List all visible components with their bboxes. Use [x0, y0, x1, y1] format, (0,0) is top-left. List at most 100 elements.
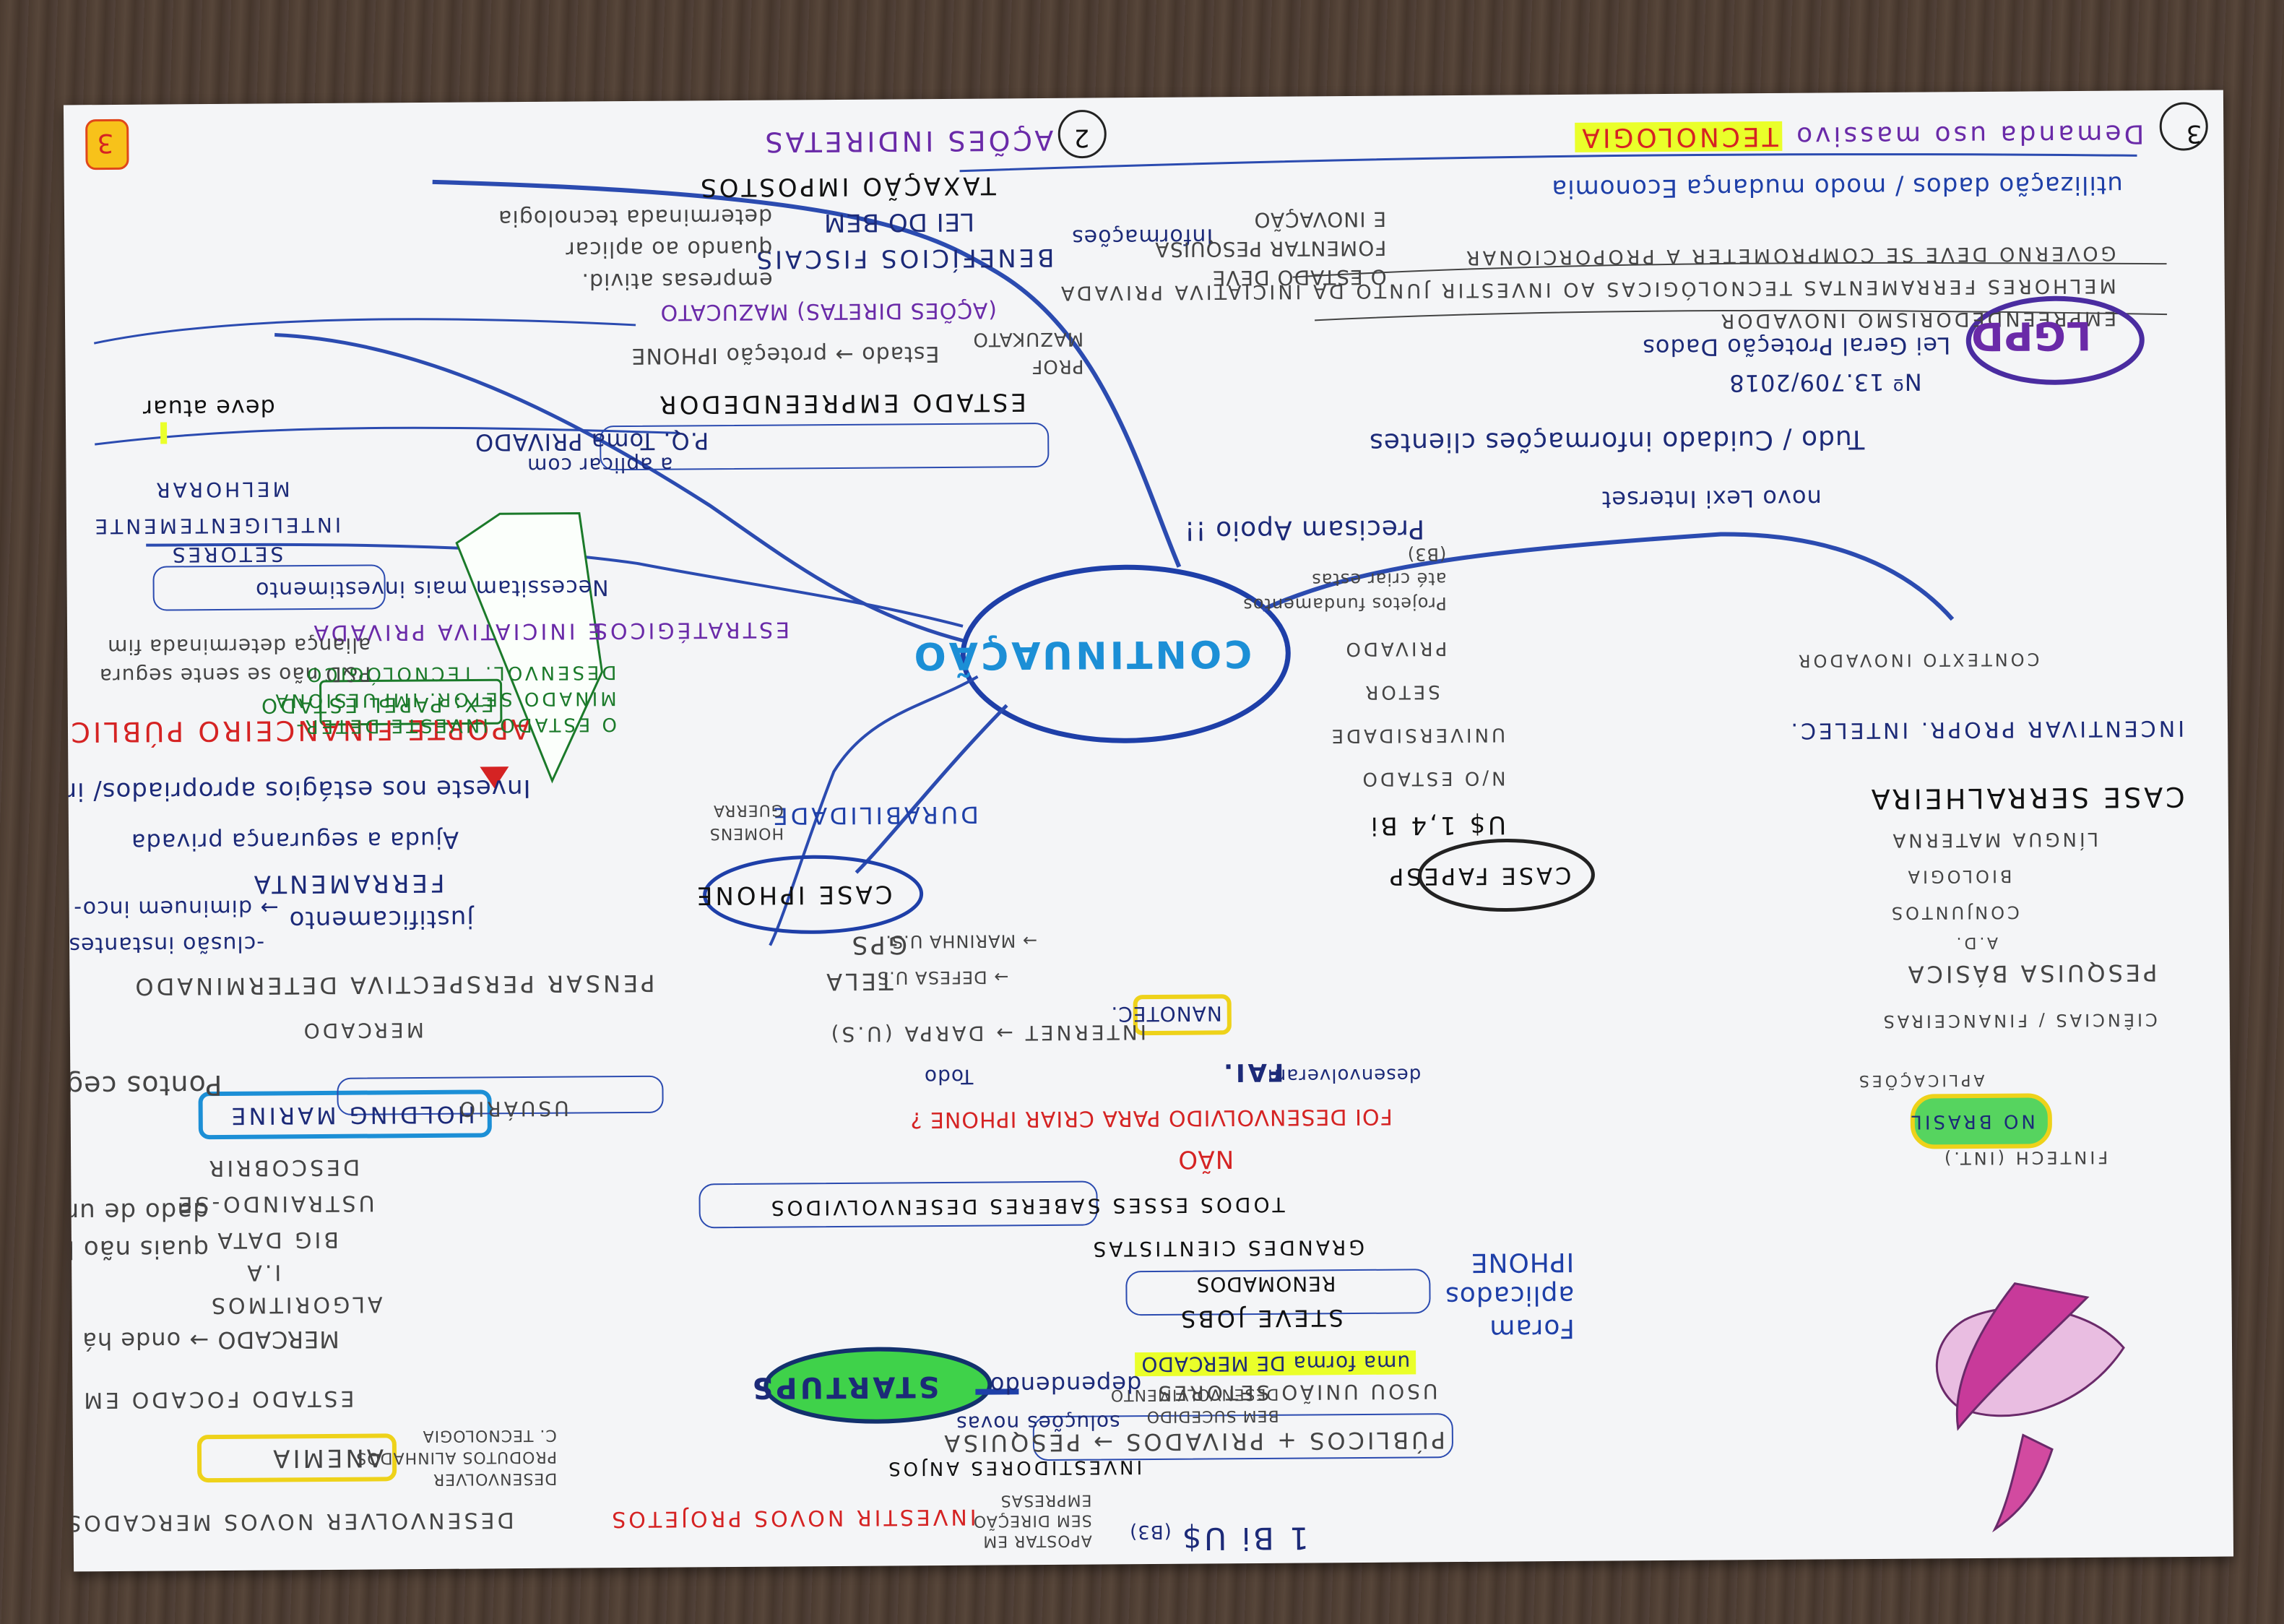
s3-line-3: [1292, 262, 2167, 278]
no-brasil-frame: [1910, 1093, 2052, 1149]
fapesp-privado: PRIVADO: [1343, 637, 1448, 660]
iphone-nanotec: NANOTEC.: [1110, 1001, 1222, 1027]
lgpd-ellipse: [1965, 295, 2145, 385]
iphone-nao: NÃO: [1177, 1144, 1234, 1174]
left-ia: I.A: [244, 1259, 282, 1285]
box-pensar: [337, 1075, 664, 1115]
iphone-defesa: → DEFESA U.S: [876, 967, 1009, 988]
ex-papel-box: [319, 678, 503, 726]
iphone-todo: Todo: [923, 1064, 974, 1089]
apostar-l2: SEM DIREÇÃO: [972, 1511, 1092, 1530]
s3-line-1: utilização dados / modo mudança Economia: [1551, 170, 2123, 204]
s2-beneficios: BENEFÍCIOS FISCAIS: [753, 242, 1055, 274]
left-pais: quais não há êxito dado de uma area: [64, 1192, 209, 1269]
startup-apostar: APOSTAR EM SEM DIREÇÃO EMPRESAS: [973, 1490, 1092, 1551]
serralheira-biologia: BIOLOGIA: [1905, 865, 2012, 887]
s2-line: [95, 426, 680, 446]
red-arrow: [480, 766, 509, 789]
estado-deve-l2: FOMENTAR PESQUISA: [1154, 236, 1387, 262]
iphone-renomados: RENOMADOS: [1195, 1271, 1336, 1297]
s2-inteligentemente: INTELIGENTEMENTE: [92, 512, 342, 539]
left-investe: Investe nos estágios apropriados/ inclus…: [63, 773, 531, 807]
startup-investe: INVESTIR NOVOS PROJETOS: [609, 1503, 977, 1532]
s3-novo: novo Lexi Interset: [1601, 484, 1822, 514]
uso-l1: DESENVOLVER: [432, 1469, 558, 1488]
estado-investe-arrow: [455, 511, 603, 784]
box-todos: [698, 1180, 1098, 1229]
s2-taxacao: TAXAÇÃO IMPOSTOS: [697, 170, 996, 202]
iphone-marinha: → MARINHA U.S.: [885, 930, 1038, 952]
serralheira-fintech: FINTECH (INT.): [1941, 1146, 2108, 1169]
s3-title-pre: Demanda uso massivo: [1793, 118, 2145, 151]
s3-estado-deve: O ESTADO DEVE FOMENTAR PESQUISA E INOVAÇ…: [1154, 204, 1387, 293]
prof-l1: PROF: [1031, 355, 1084, 378]
s2-prof: PROF MAZUKATO: [972, 325, 1083, 381]
branch-iphone: [855, 704, 1008, 874]
left-ferramenta: FERRAMENTA: [251, 868, 445, 899]
s3-line-2: [1315, 309, 2168, 321]
case-iphone-ellipse: [703, 855, 924, 934]
pd-l2: aliança determinada fim: [107, 633, 371, 660]
s2-estado-iphone: Estado → proteção IPHONE: [631, 341, 940, 368]
homens-l2: GUERRA: [712, 800, 784, 820]
s2-perspectiva-highlight: [160, 422, 168, 444]
s2-pq: P.Q. Toma PRIVADO: [474, 427, 709, 457]
s2-empresas: empresas ativid. quando ao aplicar deter…: [498, 200, 773, 298]
s2-empreendedor: ESTADO EMPREENDEDOR: [656, 387, 1026, 419]
serralheira-conjunto: CONJUNTOS: [1888, 902, 2020, 923]
uso-l3: C. TECNOLOGIA: [422, 1425, 557, 1446]
mind-map-strokes: [93, 102, 2208, 1533]
lgpd-label: LGPD: [1970, 312, 2092, 360]
left-usuario: USUÁRIO: [456, 1096, 569, 1121]
section-3-circle: [2159, 102, 2208, 151]
s3-underline: [959, 153, 2137, 173]
s2-necessitam: Necessitam mais investimento: [254, 574, 609, 602]
left-descobrir: DESCOBRIR: [206, 1154, 360, 1181]
fapesp-us: U$ 1,4 Bi: [1367, 810, 1507, 840]
foram-l3: IPHONE: [1470, 1246, 1575, 1277]
fund-l3: (B3): [1406, 544, 1447, 565]
left-desenvolver: DESENVOLVER NOVOS MERCADOS ?: [63, 1507, 514, 1536]
left-algoritmos: ALGORITMOS: [208, 1291, 383, 1318]
section-3-number: 3: [2185, 118, 2202, 148]
empresas-l1: empresas ativid.: [581, 267, 773, 294]
startup-investidores: INVESTIDORES ANJOS: [886, 1456, 1143, 1480]
section-2-circle: [1057, 110, 1107, 159]
box-publicos: [1032, 1413, 1453, 1461]
s2-estrategicos: ESTRATÉGICOS: [590, 616, 790, 644]
fund-l2: até criar estas: [1311, 569, 1447, 590]
iphone-foram: Foram aplicados IPHONE: [1445, 1245, 1575, 1345]
left-diminuem: → diminuem inco-: [73, 894, 279, 922]
fund-l1: Projetos fundamentos: [1242, 593, 1447, 616]
estado-deve-l1: O ESTADO DEVE: [1211, 264, 1387, 290]
startup-b3: (B3): [1128, 1520, 1172, 1543]
empresas-l2: quando ao aplicar: [565, 235, 773, 262]
page-number-badge: 3: [85, 118, 129, 170]
nanotec-frame: [1133, 994, 1232, 1036]
shark-drawing: [1935, 1282, 2125, 1533]
apostar-l1: APOSTAR EM: [982, 1531, 1092, 1550]
left-mercado2: MERCADO → onde há populari.: [64, 1325, 340, 1356]
serralheira-ad: A.D.: [1953, 933, 1999, 952]
left-pensar: PENSAR PERSPECTIVA DETERMINADO: [132, 969, 655, 1001]
s2-lei-bem: LEI DO BEM: [823, 207, 975, 238]
s3-title: Demanda uso massivo TECNOLOGIA: [1575, 118, 2144, 152]
serralheira-lingua: LÍNGUA MATERNA: [1890, 827, 2099, 851]
homens-l1: HOMENS: [709, 824, 784, 843]
s2-aplicar: a aplicar com: [527, 452, 673, 478]
left-pontos-cegos: Pontos cegos: [63, 1068, 222, 1102]
lgpd-law: Lei Geral Proteção Dados: [1642, 332, 1951, 362]
s2-title: AÇÕES INDIRETAS: [762, 124, 1054, 158]
page-number: 3: [96, 127, 114, 158]
startups-ellipse: [764, 1347, 992, 1424]
section-2-number: 2: [1073, 123, 1090, 152]
fapesp-universidade: UNIVERSIDADE: [1328, 723, 1506, 747]
branch-s3: [1261, 532, 1955, 621]
apostar-l3: EMPRESAS: [1000, 1490, 1092, 1510]
pais-l2: dado de uma area: [63, 1196, 209, 1227]
fapesp-fundamentos: Projetos fundamentos até criar estas (B3…: [1242, 542, 1447, 617]
s2-acoes-diretas: (AÇÕES DIRETAS) MAZUCATO: [659, 297, 998, 325]
fapesp-title: CASE FAPESP: [1386, 861, 1572, 891]
startup-dependendo: dependendo: [989, 1370, 1142, 1399]
mind-map-paper: CONTINUAÇÃO 3 Demanda uso massivo TECNOL…: [63, 90, 2234, 1572]
